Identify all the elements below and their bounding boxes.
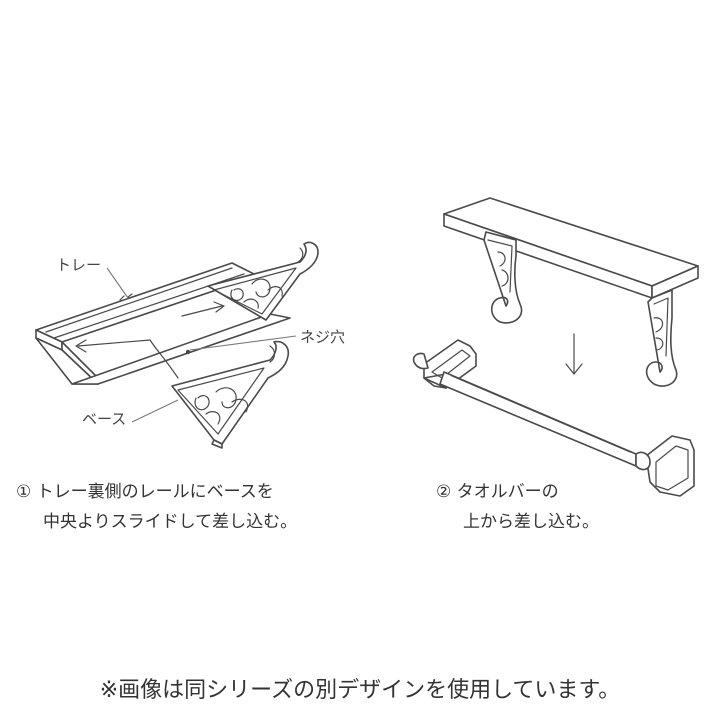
screw-hole-dot — [185, 349, 191, 355]
step-2-text-1: タオルバーの — [456, 482, 559, 502]
step-2-number: ② — [436, 482, 452, 502]
step-2-text-2: 上から差し込む。 — [463, 512, 599, 532]
step-1-caption: ① トレー裏側のレールにベースを 中央よりスライドして差し込む。 — [16, 477, 297, 537]
shelf-drawing — [443, 197, 699, 387]
down-arrow — [565, 333, 583, 375]
footnote: ※画像は同シリーズの別デザインを使用しています。 — [99, 678, 621, 703]
base-label: ベース — [82, 410, 127, 428]
bracket-on-tray — [207, 241, 319, 321]
step-1-line-1: ① トレー裏側のレールにベースを — [16, 477, 297, 507]
step-2-caption: ② タオルバーの 上から差し込む。 — [436, 477, 599, 537]
tray-drawing — [35, 262, 291, 385]
step-2-line-1: ② タオルバーの — [436, 477, 599, 507]
towel-bar-drawing — [412, 339, 695, 497]
label-leaders — [106, 267, 297, 423]
step-1-text-2: 中央よりスライドして差し込む。 — [43, 512, 298, 532]
base-bracket — [171, 340, 290, 449]
tray-label: トレー — [56, 256, 102, 274]
slide-arrows — [75, 301, 225, 379]
step-1-number: ① — [16, 482, 32, 502]
screw-hole-label: ネジ穴 — [300, 328, 346, 346]
step-1-text-1: トレー裏側のレールにベースを — [36, 482, 274, 502]
